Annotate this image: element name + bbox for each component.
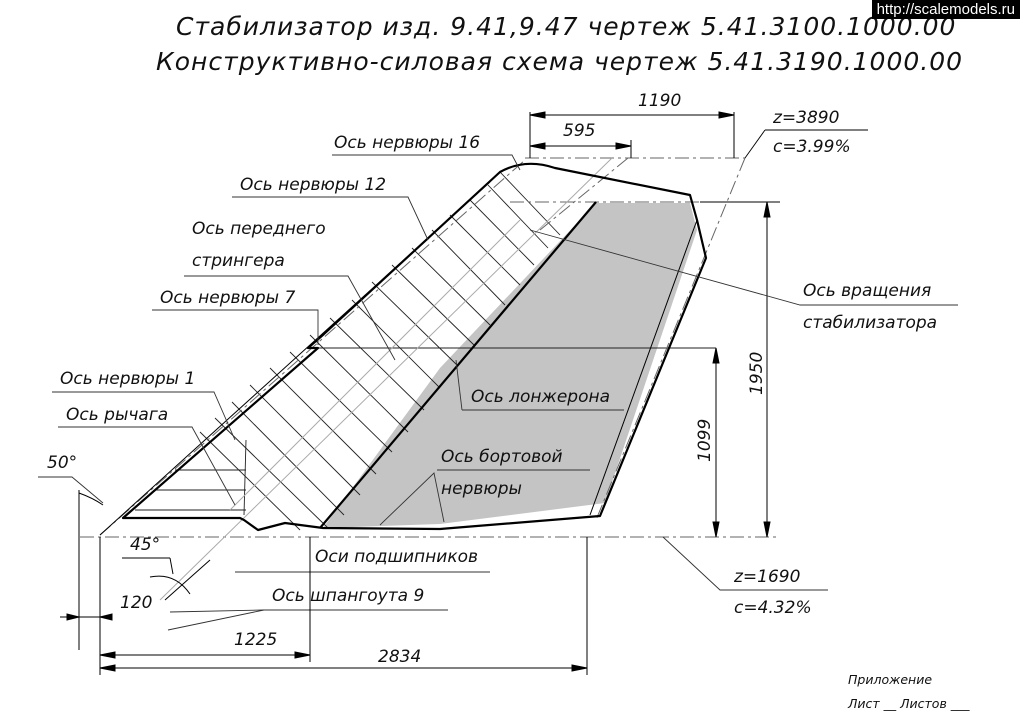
stamp-appendix: Приложение bbox=[848, 672, 932, 687]
dim-120-label: 120 bbox=[120, 593, 152, 613]
label-front-stringer-2: стрингера bbox=[192, 251, 285, 271]
dim-595 bbox=[529, 140, 632, 158]
label-side-rib-1: Ось бортовой bbox=[441, 447, 563, 467]
label-leaders bbox=[38, 154, 958, 631]
stabilizer-outline bbox=[121, 162, 708, 532]
root-z: z=1690 bbox=[733, 567, 800, 587]
dim-1190 bbox=[529, 111, 735, 158]
spar-edge bbox=[319, 201, 597, 529]
dim-1190-label: 1190 bbox=[638, 91, 681, 111]
label-rib-16: Ось нервюры 16 bbox=[334, 133, 480, 153]
stamp-sheet: Лист __ Листов ___ bbox=[847, 696, 970, 711]
label-side-rib-2: нервюры bbox=[441, 479, 522, 499]
label-frame-9: Ось шпангоута 9 bbox=[272, 586, 424, 606]
angle-50-marker bbox=[78, 490, 104, 650]
dim-1225-label: 1225 bbox=[234, 630, 277, 650]
leading-edge-offset bbox=[99, 181, 491, 536]
root-horizontal-lines bbox=[135, 347, 716, 516]
tip-z: z=3890 bbox=[772, 108, 839, 128]
dim-595-label: 595 bbox=[563, 121, 595, 141]
angle-45-marker bbox=[122, 557, 211, 601]
title-line-1: Стабилизатор изд. 9.41,9.47 чертеж 5.41.… bbox=[176, 12, 956, 41]
angle-50-label: 50° bbox=[47, 453, 77, 473]
label-spar: Ось лонжерона bbox=[471, 387, 610, 407]
label-rib-12: Ось нервюры 12 bbox=[240, 175, 386, 195]
watermark: http://scalemodels.ru bbox=[871, 0, 1020, 19]
title-line-2: Конструктивно-силовая схема чертеж 5.41.… bbox=[156, 47, 963, 76]
dim-1950-label: 1950 bbox=[747, 352, 767, 395]
label-rotation-axis-2: стабилизатора bbox=[803, 313, 937, 333]
label-rib-7: Ось нервюры 7 bbox=[160, 288, 295, 308]
angle-45-label: 45° bbox=[130, 535, 160, 555]
label-bearings: Оси подшипников bbox=[315, 547, 478, 567]
root-c: c=4.32% bbox=[734, 598, 812, 618]
dim-1099-label: 1099 bbox=[695, 419, 715, 462]
label-rib-1: Ось нервюры 1 bbox=[60, 369, 195, 389]
label-lever: Ось рычага bbox=[66, 405, 168, 425]
tip-c: c=3.99% bbox=[773, 137, 851, 157]
label-rotation-axis-1: Ось вращения bbox=[803, 281, 931, 301]
label-front-stringer-1: Ось переднего bbox=[192, 219, 326, 239]
bottom-dimensions bbox=[60, 537, 588, 675]
tip-section-leader bbox=[744, 129, 868, 159]
spar-box-fill bbox=[323, 203, 697, 528]
dim-1950 bbox=[700, 201, 780, 538]
trailing-edge-inner bbox=[589, 219, 698, 516]
dim-2834-label: 2834 bbox=[378, 647, 421, 667]
